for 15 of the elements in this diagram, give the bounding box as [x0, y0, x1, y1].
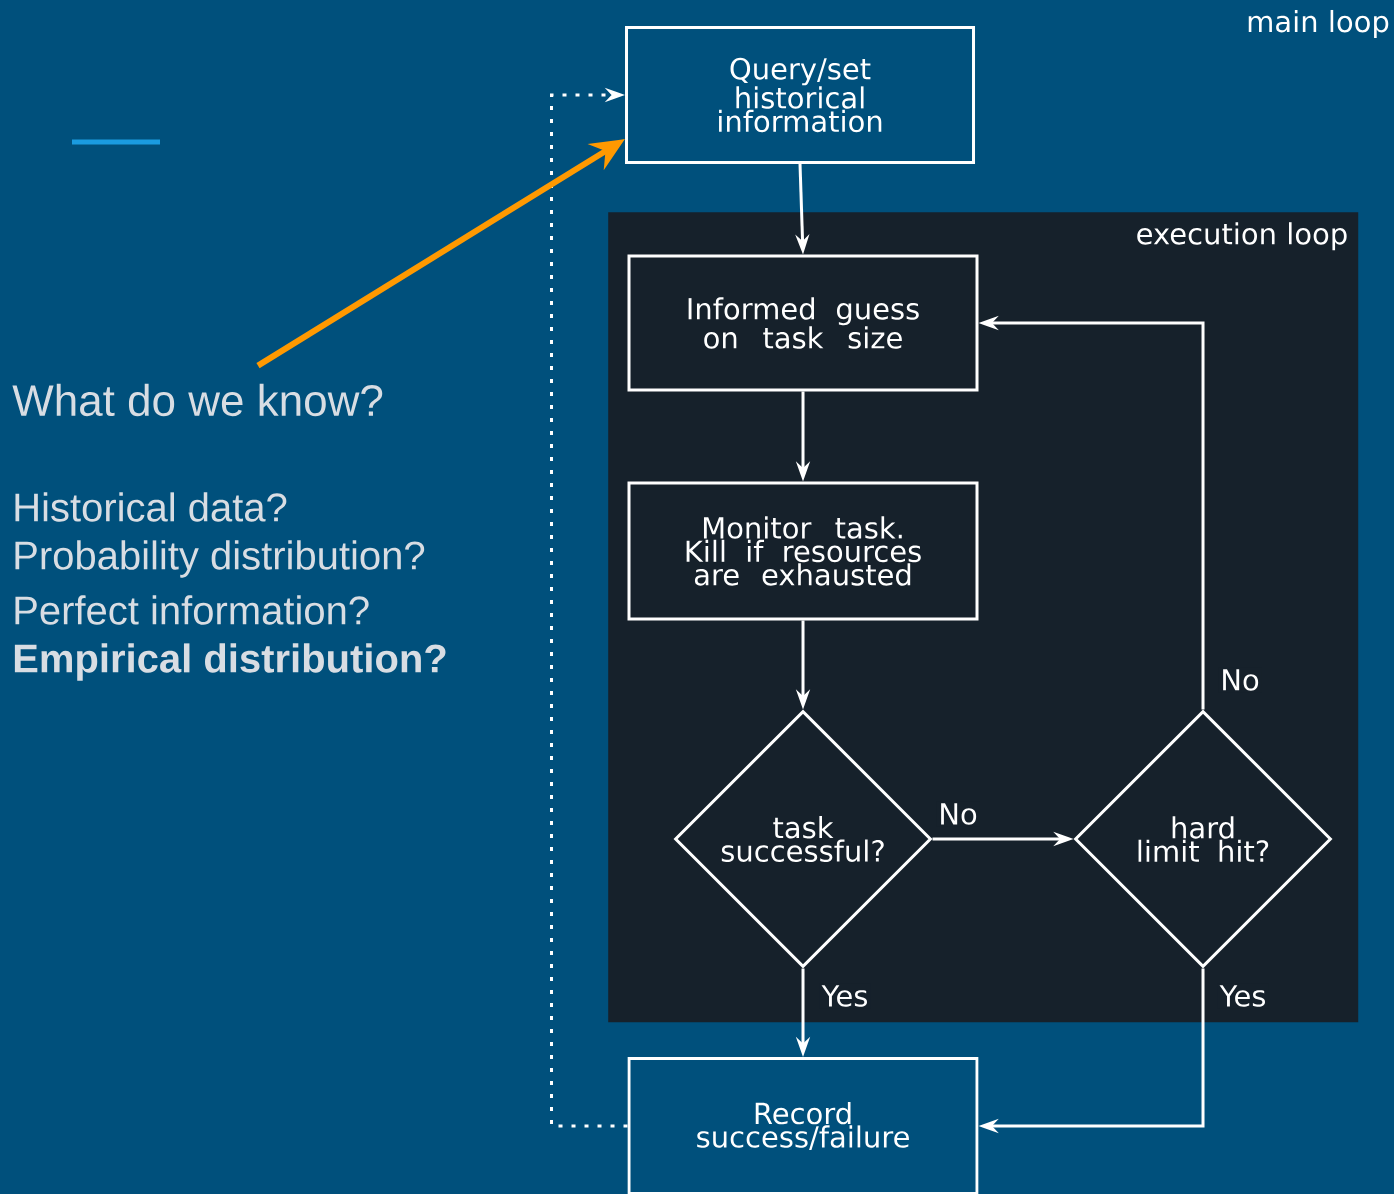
- list-text: Perfect information?: [15, 595, 369, 625]
- edge-label: Yes: [1217, 983, 1269, 1009]
- process-box: Query/set historical information: [625, 26, 975, 164]
- question-text: What do we know?: [12, 383, 383, 417]
- dotted-arrow: [550, 87, 628, 1128]
- heading-text: main loop: [1248, 9, 1389, 39]
- list-text: Empirical distribution?: [14, 643, 446, 681]
- process-box: Record success/failure: [627, 1057, 979, 1194]
- list-text: Probability distribution?: [15, 540, 425, 578]
- edge-label: No: [1218, 667, 1262, 693]
- process-box: Informed guess on task size: [627, 254, 979, 392]
- list-text: Historical data?: [15, 492, 287, 522]
- process-box: Monitor task. Kill if resources are exhausted: [627, 481, 979, 621]
- edge-label: Yes: [819, 983, 871, 1009]
- edge-label: No: [936, 801, 980, 827]
